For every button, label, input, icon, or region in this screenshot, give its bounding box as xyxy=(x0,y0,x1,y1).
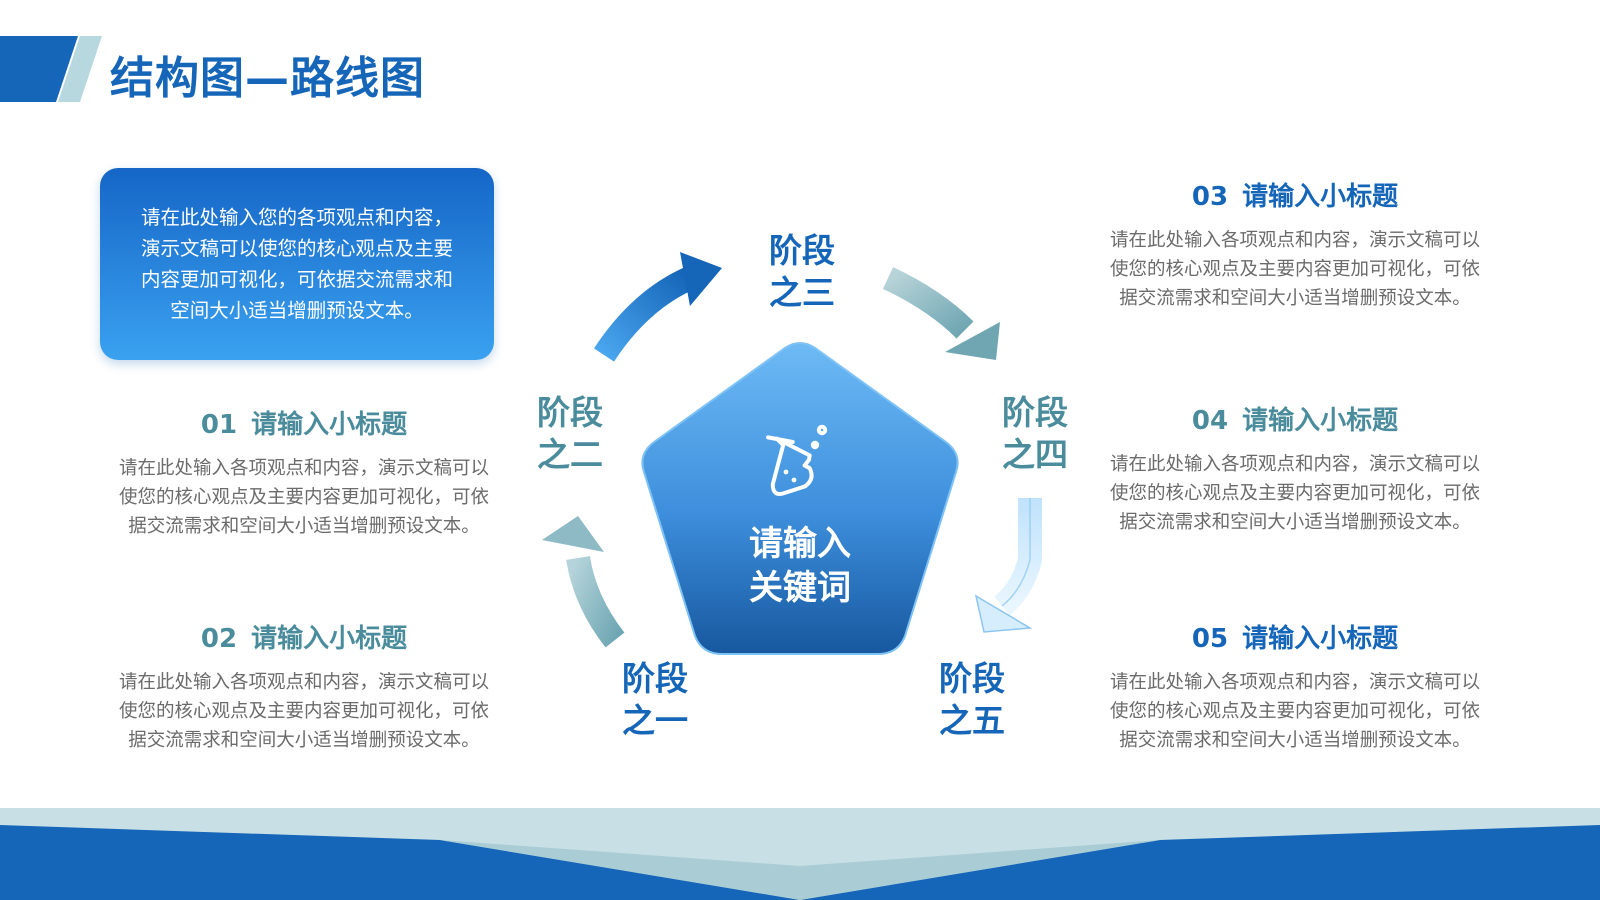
info-heading: 请输入小标题 xyxy=(1242,624,1399,654)
info-title: 04 请输入小标题 xyxy=(1105,404,1485,438)
info-item-02: 02 请输入小标题 请在此处输入各项观点和内容，演示文稿可以使您的核心观点及主要内… xyxy=(114,622,494,755)
stage-line: 之二 xyxy=(537,435,603,474)
stage-line: 阶段 xyxy=(939,659,1005,698)
intro-box: 请在此处输入您的各项观点和内容，演示文稿可以使您的核心观点及主要内容更加可视化，… xyxy=(100,168,494,360)
info-body: 请在此处输入各项观点和内容，演示文稿可以使您的核心观点及主要内容更加可视化，可依… xyxy=(1109,454,1480,533)
stage-line: 之四 xyxy=(1002,435,1068,474)
header-accent xyxy=(0,36,102,102)
arrow-stage3-to-stage4 xyxy=(882,267,1000,360)
intro-text: 请在此处输入您的各项观点和内容，演示文稿可以使您的核心观点及主要内容更加可视化，… xyxy=(140,206,453,322)
stage-line: 阶段 xyxy=(769,231,835,270)
center-keyword: 请输入 关键词 xyxy=(718,522,882,610)
stage-1-label: 阶段 之一 xyxy=(605,658,705,742)
info-number: 04 xyxy=(1191,406,1229,436)
info-item-03: 03 请输入小标题 请在此处输入各项观点和内容，演示文稿可以使您的核心观点及主要内… xyxy=(1105,180,1485,313)
stage-line: 之五 xyxy=(939,701,1005,740)
info-body: 请在此处输入各项观点和内容，演示文稿可以使您的核心观点及主要内容更加可视化，可依… xyxy=(1109,672,1480,751)
info-heading: 请输入小标题 xyxy=(1242,406,1399,436)
stage-4-label: 阶段 之四 xyxy=(985,392,1085,476)
info-title: 05 请输入小标题 xyxy=(1105,622,1485,656)
stage-line: 之三 xyxy=(769,273,835,312)
stage-line: 之一 xyxy=(622,701,688,740)
stage-line: 阶段 xyxy=(622,659,688,698)
info-title: 02 请输入小标题 xyxy=(114,622,494,656)
info-heading: 请输入小标题 xyxy=(251,624,408,654)
stage-line: 阶段 xyxy=(537,393,603,432)
center-keyword-line: 请输入 xyxy=(749,524,851,564)
stage-3-label: 阶段 之三 xyxy=(752,230,852,314)
info-number: 05 xyxy=(1191,624,1229,654)
arrow-stage2-to-stage3 xyxy=(593,252,722,362)
info-item-05: 05 请输入小标题 请在此处输入各项观点和内容，演示文稿可以使您的核心观点及主要内… xyxy=(1105,622,1485,755)
info-body: 请在此处输入各项观点和内容，演示文稿可以使您的核心观点及主要内容更加可视化，可依… xyxy=(118,672,489,751)
info-item-04: 04 请输入小标题 请在此处输入各项观点和内容，演示文稿可以使您的核心观点及主要内… xyxy=(1105,404,1485,537)
info-title: 01 请输入小标题 xyxy=(114,408,494,442)
info-item-01: 01 请输入小标题 请在此处输入各项观点和内容，演示文稿可以使您的核心观点及主要内… xyxy=(114,408,494,541)
info-heading: 请输入小标题 xyxy=(1242,182,1399,212)
info-body: 请在此处输入各项观点和内容，演示文稿可以使您的核心观点及主要内容更加可视化，可依… xyxy=(1109,230,1480,309)
stage-5-label: 阶段 之五 xyxy=(922,658,1022,742)
stage-2-label: 阶段 之二 xyxy=(520,392,620,476)
info-body: 请在此处输入各项观点和内容，演示文稿可以使您的核心观点及主要内容更加可视化，可依… xyxy=(118,458,489,537)
arrow-stage1-to-stage2 xyxy=(542,516,625,648)
info-title: 03 请输入小标题 xyxy=(1105,180,1485,214)
info-heading: 请输入小标题 xyxy=(251,410,408,440)
flask-icon xyxy=(766,424,828,496)
page-title: 结构图—路线图 xyxy=(110,53,425,104)
footer-band xyxy=(0,808,1600,900)
arrow-stage4-to-stage5 xyxy=(974,498,1042,633)
center-keyword-line: 关键词 xyxy=(749,568,851,608)
stage-line: 阶段 xyxy=(1002,393,1068,432)
info-number: 02 xyxy=(200,624,238,654)
center-pentagon xyxy=(641,342,959,655)
info-number: 03 xyxy=(1191,182,1229,212)
info-number: 01 xyxy=(200,410,238,440)
